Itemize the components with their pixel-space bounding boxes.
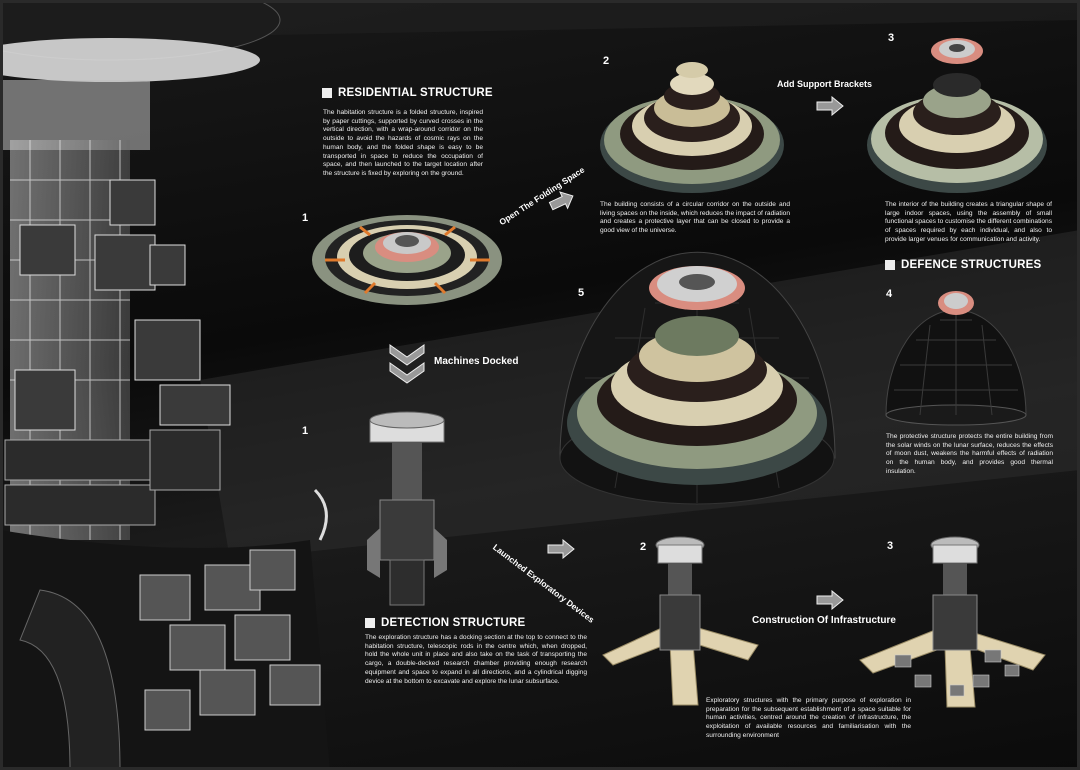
square-bullet-icon [885, 260, 895, 270]
right-arrow-icon [816, 96, 844, 116]
residential-body: The habitation structure is a folded str… [323, 109, 483, 177]
defence-title: DEFENCE STRUCTURES [901, 259, 1042, 271]
double-chevron-down-icon [389, 344, 425, 384]
step-2-description: The building consists of a circular corr… [600, 201, 790, 235]
infrastructure-description: Exploratory structures with the primary … [706, 697, 911, 739]
residential-heading: RESIDENTIAL STRUCTURE [322, 87, 493, 99]
infrastructure-probe-render [859, 536, 1046, 708]
step-5-number: 5 [578, 287, 585, 299]
add-support-brackets-label: Add Support Brackets [777, 79, 873, 89]
defence-dome-render [885, 291, 1027, 426]
machines-docked-label: Machines Docked [434, 356, 519, 367]
step-4-number: 4 [886, 288, 893, 300]
braced-habitat-render [867, 38, 1047, 193]
domed-habitat-render [559, 251, 836, 505]
construction-label: Construction Of Infrastructure [752, 615, 896, 626]
exploration-probe-render [367, 411, 447, 606]
step-3-description: The interior of the building creates a t… [885, 201, 1053, 243]
defence-heading: DEFENCE STRUCTURES [885, 259, 1041, 271]
detection-step-2-number: 2 [640, 541, 647, 553]
right-arrow-icon [548, 191, 574, 211]
residential-title: RESIDENTIAL STRUCTURE [338, 87, 493, 99]
deployed-probe-render [602, 536, 759, 706]
right-arrow-icon [816, 590, 844, 610]
step-2-number: 2 [603, 55, 610, 67]
right-arrow-icon [547, 539, 575, 559]
folded-disc-render [312, 215, 502, 305]
step-1-number: 1 [302, 212, 309, 224]
square-bullet-icon [322, 88, 332, 98]
detection-step-1-number: 1 [302, 425, 309, 437]
detection-title: DETECTION STRUCTURE [381, 617, 526, 629]
step-3-number: 3 [888, 32, 895, 44]
expanded-habitat-render [600, 62, 784, 193]
detection-heading: DETECTION STRUCTURE [365, 617, 525, 629]
defence-body: The protective structure protects the en… [886, 433, 1053, 475]
square-bullet-icon [365, 618, 375, 628]
detection-body: The exploration structure has a docking … [365, 634, 587, 685]
detection-step-3-number: 3 [887, 540, 894, 552]
habitat-tower-render [0, 0, 330, 770]
